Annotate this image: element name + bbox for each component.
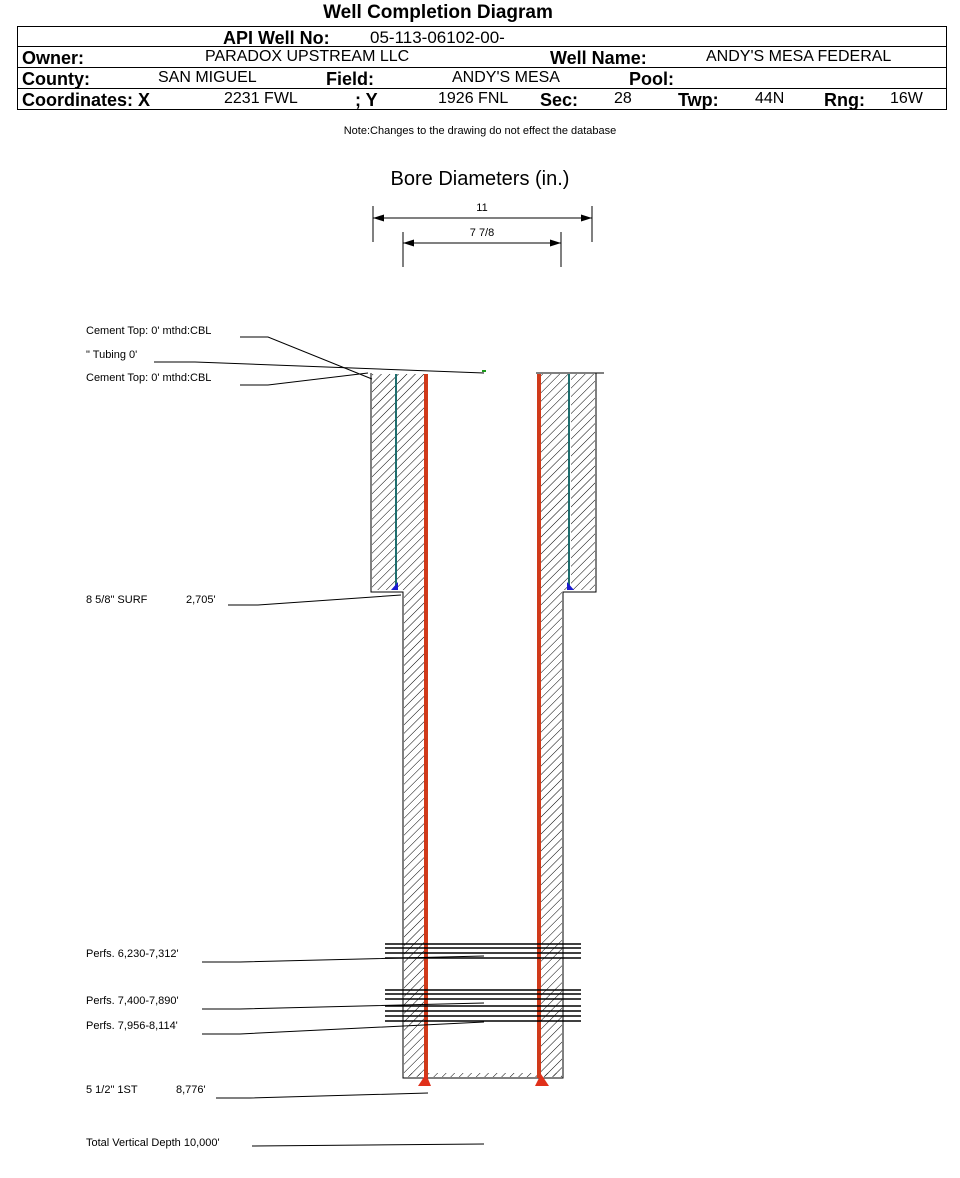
coord-y-label: ; Y: [355, 90, 378, 110]
label-cement-top-1: Cement Top: 0' mthd:CBL: [86, 325, 211, 337]
arrow-right-icon: [550, 239, 561, 247]
cement-bottom: [404, 1073, 562, 1077]
cement-surf-right: [571, 374, 595, 590]
sec-value: 28: [614, 90, 632, 107]
wellbore-outline: [370, 372, 604, 1079]
label-tubing: " Tubing 0': [86, 349, 137, 361]
cement-annulus-right-upper: [541, 374, 568, 590]
coord-x-label: Coordinates: X: [22, 90, 151, 110]
twp-label: Twp:: [678, 90, 719, 110]
label-perfs-1: Perfs. 6,230-7,312': [86, 948, 179, 960]
cement-annulus-left-upper: [397, 374, 424, 590]
bore-outer-diameter: 11: [476, 202, 487, 214]
perforations-3: [385, 1005, 581, 1022]
well-header-table: API Well No: 05-113-06102-00- Owner: PAR…: [17, 26, 947, 110]
county-label: County:: [22, 69, 90, 89]
label-prod-casing: 5 1/2" 1ST: [86, 1084, 138, 1096]
label-prod-depth: 8,776': [176, 1084, 206, 1096]
leader-prod: [216, 1092, 429, 1099]
api-value: 05-113-06102-00-: [370, 28, 505, 47]
bore-inner-diameter: 7 7/8: [470, 227, 494, 239]
owner-value: PARADOX UPSTREAM LLC: [205, 48, 410, 65]
coord-y-value: 1926 FNL: [438, 90, 509, 107]
rng-label: Rng:: [824, 90, 865, 110]
surf-shoe-right-icon: [567, 582, 574, 590]
header-row-owner: Owner: PARADOX UPSTREAM LLC Well Name: A…: [17, 46, 947, 68]
arrow-left-icon: [403, 239, 414, 247]
leader-lines: [154, 336, 485, 1147]
perforations-1-gap: [429, 942, 536, 960]
leader-cement-top-1: [240, 336, 373, 380]
bore-dimension-outer: 11: [372, 202, 593, 242]
leader-perfs-2: [202, 1002, 485, 1010]
pool-label: Pool:: [629, 69, 674, 89]
owner-label: Owner:: [22, 48, 85, 68]
surf-shoe-left-icon: [391, 582, 398, 590]
api-label: API Well No:: [223, 28, 330, 48]
cement-surf-left: [372, 374, 395, 590]
prod-shoe-left-icon: [418, 1074, 431, 1086]
well-name-label: Well Name:: [550, 48, 647, 68]
prod-casing-left: [424, 374, 428, 1078]
label-perfs-2: Perfs. 7,400-7,890': [86, 995, 179, 1007]
leader-perfs-1: [202, 955, 485, 963]
twp-value: 44N: [755, 90, 785, 107]
prod-casing-right: [537, 374, 541, 1078]
page-title: Well Completion Diagram: [323, 2, 553, 23]
sec-label: Sec:: [540, 90, 579, 110]
cement-1st-left: [404, 590, 424, 1076]
label-tvd: Total Vertical Depth 10,000': [86, 1137, 220, 1149]
header-row-county: County: SAN MIGUEL Field: ANDY'S MESA Po…: [17, 67, 947, 89]
leader-tubing: [154, 361, 485, 374]
rng-value: 16W: [890, 90, 923, 107]
leader-perfs-3: [202, 1021, 485, 1035]
leader-cement-top-2: [240, 372, 369, 386]
cement-1st-right: [541, 590, 562, 1076]
bore-dimension-inner: 7 7/8: [402, 227, 562, 267]
field-value: ANDY'S MESA: [452, 69, 560, 86]
bore-diameters-title: Bore Diameters (in.): [390, 168, 570, 190]
header-row-coordinates: Coordinates: X 2231 FWL ; Y 1926 FNL Sec…: [17, 88, 947, 110]
county-value: SAN MIGUEL: [158, 69, 257, 86]
label-perfs-3: Perfs. 7,956-8,114': [86, 1020, 178, 1032]
label-cement-top-2: Cement Top: 0' mthd:CBL: [86, 372, 211, 384]
coord-x-value: 2231 FWL: [224, 90, 298, 107]
perforations-2: [385, 989, 581, 1000]
leader-surf: [228, 594, 402, 606]
leader-tvd: [251, 1143, 485, 1147]
prod-shoe-right-icon: [535, 1074, 549, 1086]
database-note: Note:Changes to the drawing do not effec…: [343, 125, 617, 137]
field-label: Field:: [326, 69, 374, 89]
label-surf-depth: 2,705': [186, 594, 216, 606]
label-surf-casing: 8 5/8" SURF: [86, 594, 148, 606]
arrow-left-icon: [373, 214, 384, 222]
arrow-right-icon: [581, 214, 592, 222]
well-name-value: ANDY'S MESA FEDERAL: [706, 48, 892, 65]
perforations-1-bore-lines: [429, 943, 536, 959]
